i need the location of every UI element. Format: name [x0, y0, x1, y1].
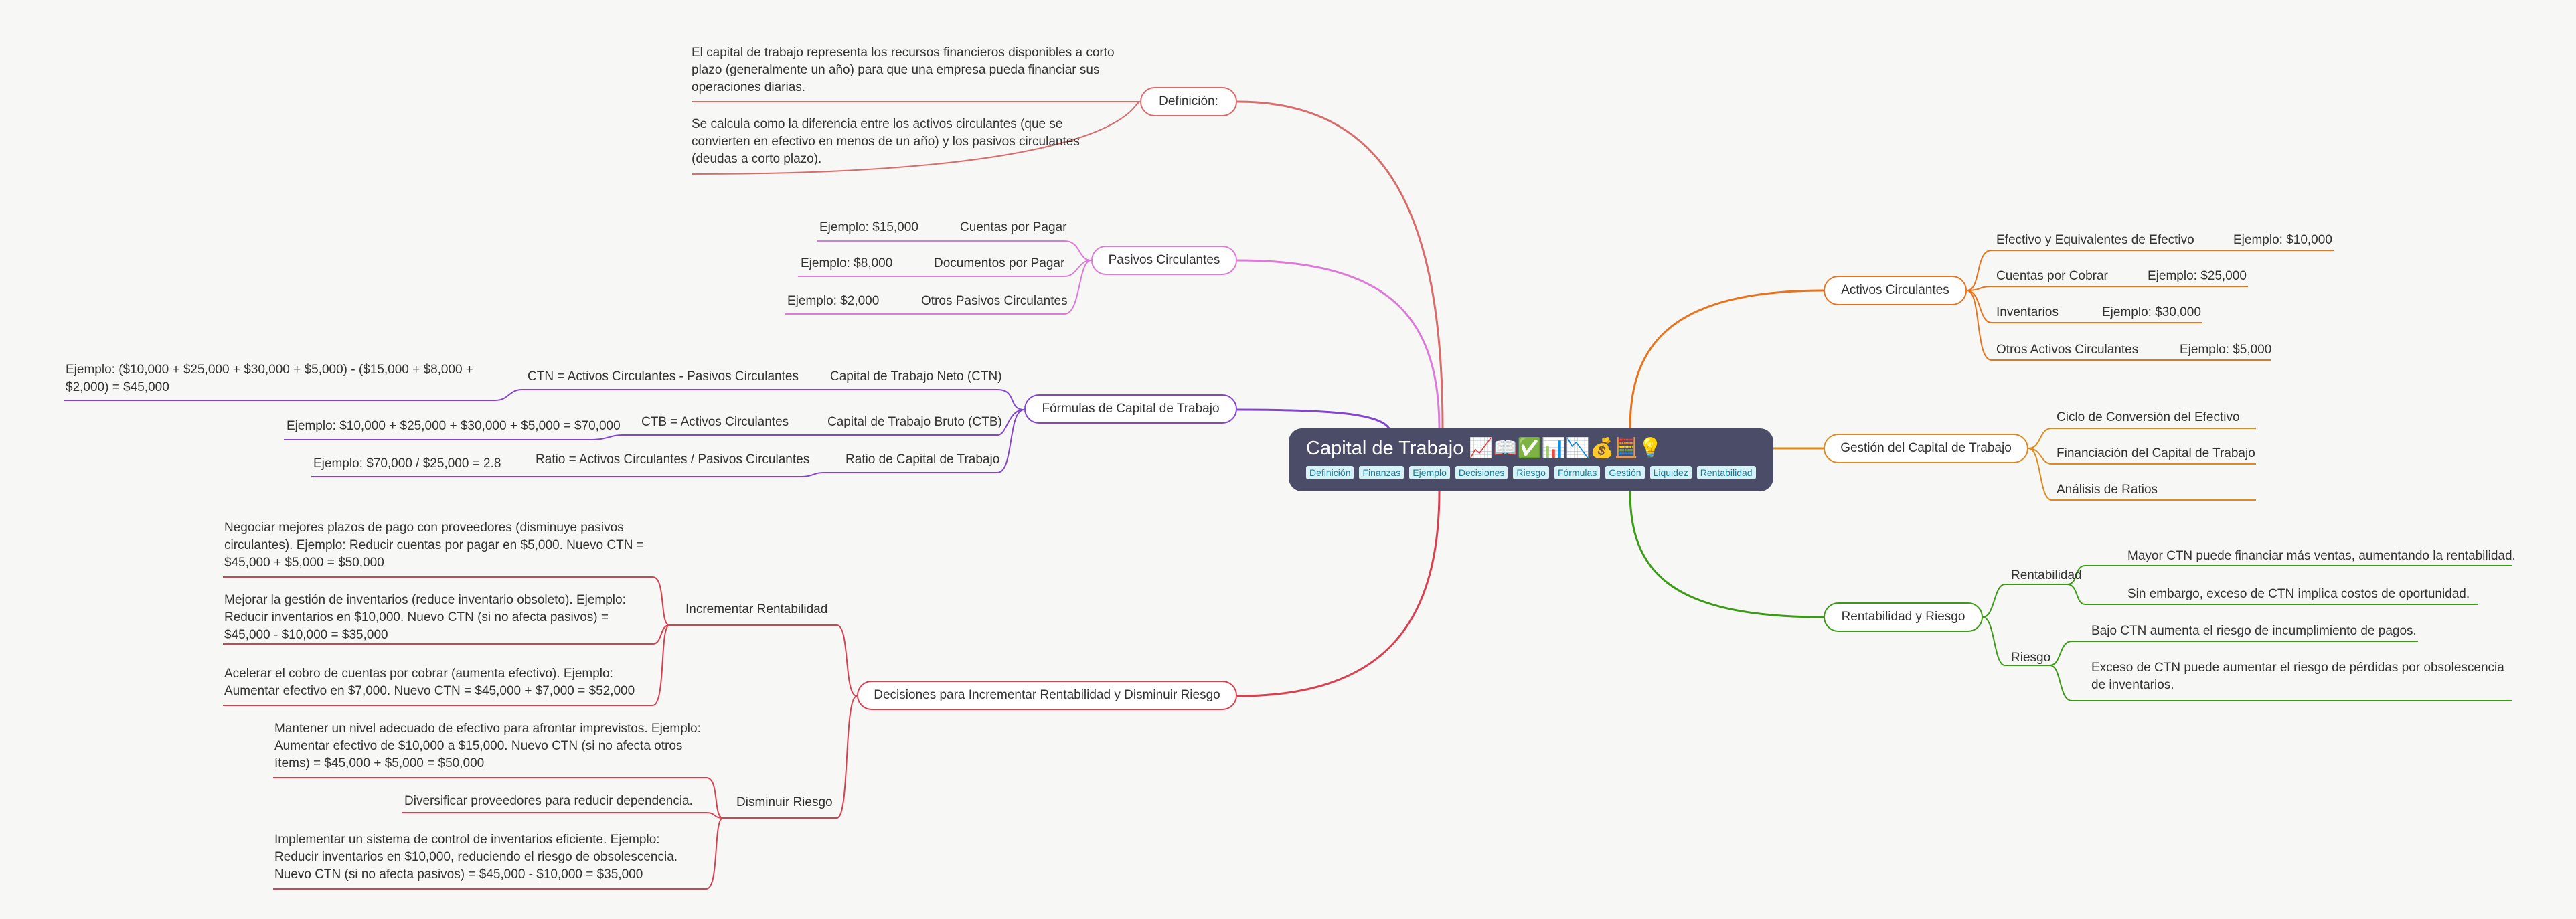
- definicion-text-1: El capital de trabajo representa los rec…: [692, 46, 1115, 94]
- tag[interactable]: Riesgo: [1513, 466, 1549, 479]
- pasivo-item-example: Ejemplo: $8,000: [801, 256, 893, 270]
- formula-name: Capital de Trabajo Bruto (CTB): [827, 415, 1002, 429]
- pasivo-item-example: Ejemplo: $15,000: [819, 220, 918, 234]
- connector-definicion: [1236, 100, 1444, 429]
- activo-item-example: Ejemplo: $10,000: [2233, 233, 2332, 247]
- activo-item-name: Cuentas por Cobrar: [1996, 269, 2108, 283]
- activo-item-example: Ejemplo: $5,000: [2180, 343, 2272, 357]
- decision-item: Mejorar la gestión de inventarios (reduc…: [224, 593, 626, 642]
- rentabilidad-item: Mayor CTN puede financiar más ventas, au…: [2127, 549, 2516, 563]
- activo-item-example: Ejemplo: $30,000: [2102, 305, 2201, 319]
- formula-expression: CTN = Activos Circulantes - Pasivos Circ…: [528, 369, 799, 384]
- connector-decisiones: [1236, 491, 1441, 697]
- formula-expression: CTB = Activos Circulantes: [641, 415, 789, 429]
- topic-pasivos-circulantes[interactable]: Pasivos Circulantes: [1091, 246, 1237, 275]
- subtopic-rentabilidad[interactable]: Rentabilidad: [2011, 568, 2082, 582]
- pasivo-item-name: Otros Pasivos Circulantes: [921, 294, 1068, 308]
- formula-example: Ejemplo: $10,000 + $25,000 + $30,000 + $…: [287, 419, 621, 433]
- formula-example: Ejemplo: ($10,000 + $25,000 + $30,000 + …: [66, 363, 474, 394]
- tag[interactable]: Liquidez: [1649, 466, 1692, 479]
- subtopic-riesgo[interactable]: Riesgo: [2011, 651, 2051, 665]
- subtopic-disminuir-riesgo[interactable]: Disminuir Riesgo: [736, 795, 833, 809]
- rentabilidad-item: Sin embargo, exceso de CTN implica costo…: [2127, 587, 2470, 601]
- topic-formulas[interactable]: Fórmulas de Capital de Trabajo: [1024, 394, 1237, 424]
- pasivo-item-name: Cuentas por Pagar: [960, 220, 1067, 234]
- tag[interactable]: Ejemplo: [1409, 466, 1450, 479]
- connector-formulas: [1236, 408, 1390, 429]
- formula-expression: Ratio = Activos Circulantes / Pasivos Ci…: [536, 452, 810, 467]
- decision-item: Diversificar proveedores para reducir de…: [404, 794, 693, 808]
- topic-rentabilidad-riesgo[interactable]: Rentabilidad y Riesgo: [1824, 602, 1983, 632]
- activo-item-name: Efectivo y Equivalentes de Efectivo: [1996, 233, 2194, 247]
- activo-item-example: Ejemplo: $25,000: [2148, 269, 2247, 283]
- riesgo-item: Bajo CTN aumenta el riesgo de incumplimi…: [2091, 624, 2417, 638]
- tag[interactable]: Gestión: [1605, 466, 1645, 479]
- connector-rentabilidad: [1629, 491, 1824, 618]
- gestion-item: Financiación del Capital de Trabajo: [2057, 446, 2255, 461]
- formula-name: Ratio de Capital de Trabajo: [846, 452, 1000, 467]
- topic-decisiones[interactable]: Decisiones para Incrementar Rentabilidad…: [857, 681, 1237, 710]
- topic-activos-circulantes[interactable]: Activos Circulantes: [1824, 276, 1967, 305]
- topic-definicion[interactable]: Definición:: [1140, 87, 1237, 116]
- tag[interactable]: Finanzas: [1359, 466, 1404, 479]
- gestion-item: Ciclo de Conversión del Efectivo: [2057, 410, 2240, 424]
- pasivo-item-example: Ejemplo: $2,000: [787, 294, 880, 308]
- tag[interactable]: Fórmulas: [1554, 466, 1601, 479]
- formula-name: Capital de Trabajo Neto (CTN): [830, 369, 1002, 384]
- connector-pasivos: [1236, 259, 1441, 429]
- subtopic-incrementar-rentabilidad[interactable]: Incrementar Rentabilidad: [686, 602, 828, 616]
- tag[interactable]: Decisiones: [1455, 466, 1508, 479]
- decision-item: Acelerar el cobro de cuentas por cobrar …: [224, 667, 635, 698]
- decision-item: Negociar mejores plazos de pago con prov…: [224, 521, 644, 570]
- activo-item-name: Inventarios: [1996, 305, 2059, 319]
- central-title: Capital de Trabajo 📈📖✅📊📉💰🧮💡: [1306, 438, 1663, 459]
- activo-item-name: Otros Activos Circulantes: [1996, 343, 2139, 357]
- riesgo-item: Exceso de CTN puede aumentar el riesgo d…: [2091, 661, 2504, 692]
- decision-item: Implementar un sistema de control de inv…: [274, 833, 678, 882]
- topic-gestion[interactable]: Gestión del Capital de Trabajo: [1824, 434, 2028, 463]
- formula-example: Ejemplo: $70,000 / $25,000 = 2.8: [313, 456, 501, 471]
- tag[interactable]: Rentabilidad: [1696, 466, 1756, 479]
- gestion-item: Análisis de Ratios: [2057, 483, 2158, 497]
- connector-activos: [1629, 289, 1824, 429]
- central-topic[interactable]: Capital de Trabajo 📈📖✅📊📉💰🧮💡 Definición F…: [1289, 428, 1773, 491]
- tag[interactable]: Definición: [1306, 466, 1354, 479]
- decision-item: Mantener un nivel adecuado de efectivo p…: [274, 722, 701, 770]
- pasivo-item-name: Documentos por Pagar: [934, 256, 1065, 270]
- tag-list: Definición Finanzas Ejemplo Decisiones R…: [1306, 466, 1756, 479]
- definicion-text-2: Se calcula como la diferencia entre los …: [692, 117, 1080, 166]
